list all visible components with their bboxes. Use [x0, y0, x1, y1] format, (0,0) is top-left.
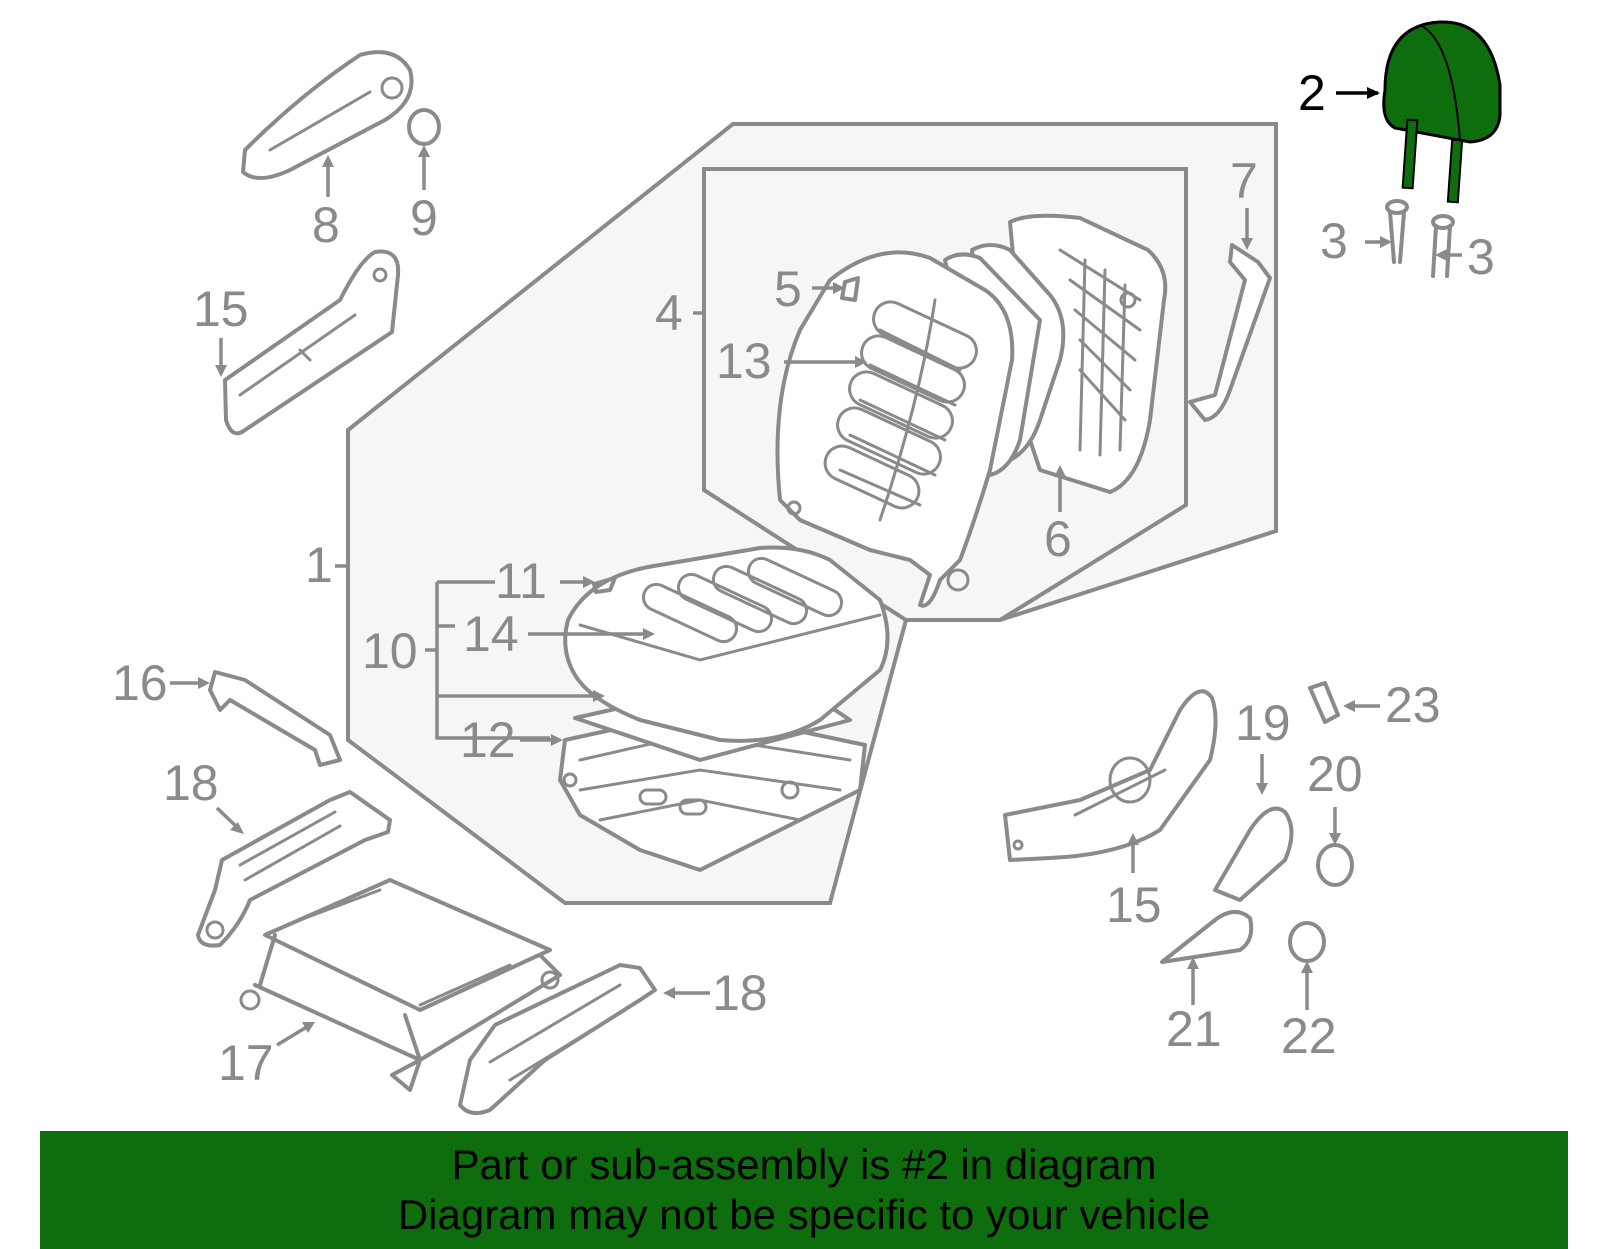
callout-19: 19	[1235, 695, 1291, 751]
track-cover-right-part[interactable]	[458, 963, 657, 1116]
knob-cap-part[interactable]	[1316, 843, 1354, 887]
headrest-guide-left-part[interactable]	[1385, 199, 1409, 264]
callout-9: 9	[410, 190, 438, 246]
callout-3-right: 3	[1467, 229, 1495, 285]
seat-track-part[interactable]	[239, 878, 562, 1092]
callout-22: 22	[1281, 1008, 1337, 1064]
callout-7: 7	[1230, 153, 1258, 209]
callout-6: 6	[1044, 511, 1072, 567]
seat-cushion-cover-part[interactable]	[563, 545, 890, 743]
info-banner: Part or sub-assembly is #2 in diagram Di…	[40, 1131, 1568, 1249]
callout-3-left: 3	[1320, 213, 1348, 269]
leader-lines	[170, 87, 1462, 1047]
track-cover-left-part[interactable]	[196, 790, 392, 948]
callout-23: 23	[1385, 677, 1441, 733]
callout-18-right: 18	[712, 965, 768, 1021]
cushion-clip-part[interactable]	[592, 576, 617, 594]
headrest-part[interactable]	[1382, 20, 1502, 204]
callout-15-left: 15	[193, 281, 249, 337]
seat-back-frame-part[interactable]	[1008, 213, 1168, 494]
callout-21: 21	[1166, 1001, 1222, 1057]
callout-13: 13	[716, 333, 772, 389]
banner-line-disclaimer: Diagram may not be specific to your vehi…	[397, 1191, 1211, 1238]
recliner-lever-part[interactable]	[1213, 806, 1294, 902]
seat-back-cover-part[interactable]	[775, 250, 1015, 608]
callout-15-right: 15	[1106, 877, 1162, 933]
banner-line-part-number: Part or sub-assembly is #2 in diagram	[451, 1141, 1157, 1188]
side-trim-part[interactable]	[1188, 243, 1272, 422]
callout-1: 1	[305, 537, 333, 593]
callout-16: 16	[112, 655, 168, 711]
rail-cover-part[interactable]	[208, 670, 342, 767]
side-shield-right-part[interactable]	[1003, 689, 1218, 862]
callout-18-left: 18	[163, 755, 219, 811]
callout-20: 20	[1307, 746, 1363, 802]
cap-small-part[interactable]	[1288, 921, 1326, 963]
side-shield-left-part[interactable]	[223, 249, 401, 436]
callout-labels: 1 2 3 3 4 5 6 7 8 9 10 11 12 13 14 15 15…	[112, 65, 1495, 1091]
callout-8: 8	[312, 197, 340, 253]
callout-4: 4	[655, 285, 683, 341]
cap-part[interactable]	[407, 108, 441, 146]
armrest-part[interactable]	[241, 50, 414, 180]
callout-11: 11	[495, 553, 547, 609]
clip-part[interactable]	[840, 276, 860, 302]
headrest-guide-right-part[interactable]	[1431, 214, 1455, 278]
clip-small-part[interactable]	[1308, 681, 1340, 724]
callout-14: 14	[463, 606, 519, 662]
lift-handle-part[interactable]	[1160, 910, 1254, 964]
callout-5: 5	[774, 261, 802, 317]
callout-12: 12	[460, 712, 516, 768]
callout-2[interactable]: 2	[1298, 65, 1326, 121]
callout-10: 10	[362, 623, 418, 679]
callout-17: 17	[218, 1035, 274, 1091]
